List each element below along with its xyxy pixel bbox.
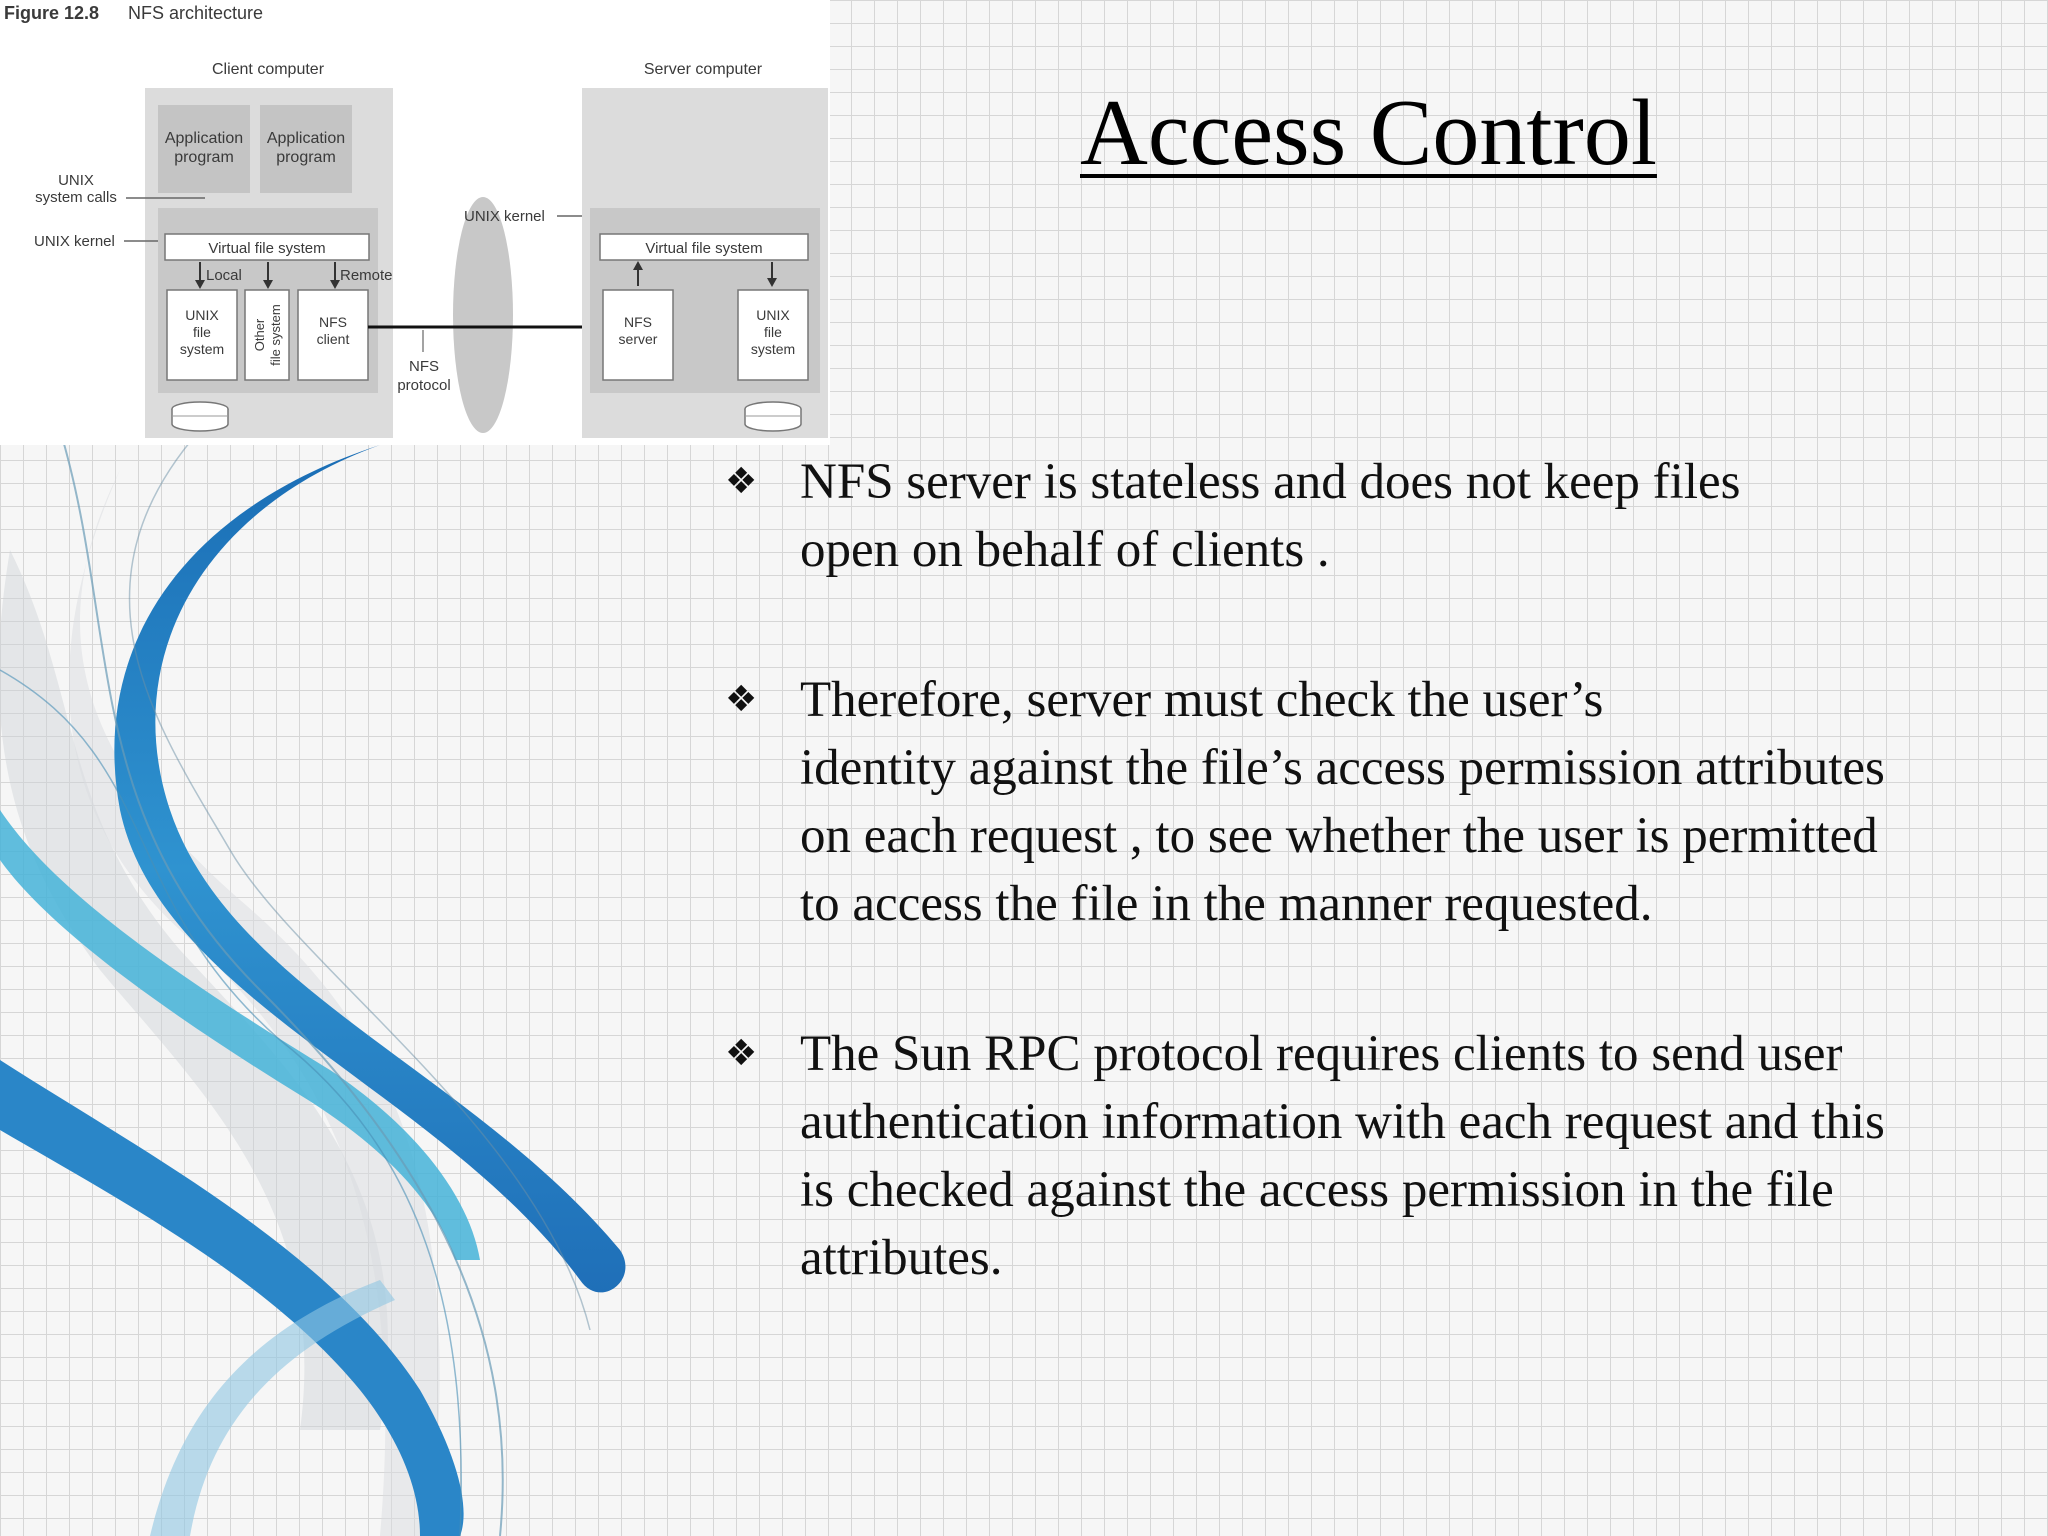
bullet-line: to access the file in the manner request… (800, 876, 1653, 932)
server-vfs-box (599, 233, 809, 261)
swoosh-thin-line-2 (0, 669, 462, 1536)
bullet-line: Therefore, server must check the user’s (800, 672, 1604, 728)
client-vfs-box (164, 233, 370, 261)
unix-system-calls-label: system calls (35, 189, 117, 206)
bullet-diamond-icon: ❖ (725, 679, 758, 720)
unix-fs-label: system (751, 341, 795, 357)
nfs-server-label: NFS (624, 314, 652, 330)
nfs-server-label: server (619, 331, 658, 347)
bullet-item: ❖ NFS server is stateless and does not ke… (725, 448, 2025, 584)
app-program-label: program (276, 149, 336, 166)
bullet-text: The Sun RPC protocol requires clients to… (800, 1020, 2025, 1292)
bullet-text: Therefore, server must check the user’s i… (800, 666, 2025, 938)
unix-fs-label: file (193, 324, 211, 340)
server-vfs-label: Virtual file system (645, 240, 762, 257)
other-fs-label: file system (268, 304, 283, 365)
nfs-protocol-label: protocol (397, 377, 450, 394)
bullet-item: ❖ Therefore, server must check the user’s… (725, 666, 2025, 938)
unix-system-calls-label: UNIX (58, 172, 94, 189)
swoosh-light-ribbon (150, 1280, 395, 1536)
client-nfs-client-box (297, 289, 369, 381)
nfs-client-label: NFS (319, 314, 347, 330)
network-ellipse (453, 197, 513, 433)
server-unix-fs-box (737, 289, 809, 381)
bullet-diamond-icon: ❖ (725, 1033, 758, 1074)
server-unix-kernel-label: UNIX kernel (464, 208, 545, 225)
bullet-line: open on behalf of clients . (800, 522, 1330, 578)
server-nfs-server-box (602, 289, 674, 381)
client-app-box-1 (158, 105, 250, 193)
client-computer-label: Client computer (212, 61, 325, 78)
server-computer-label: Server computer (644, 61, 763, 78)
swoosh-blue-ribbon-main (114, 445, 626, 1293)
nfs-protocol-label: NFS (409, 358, 439, 375)
nfs-architecture-figure: Figure 12.8 NFS architecture Client comp… (0, 0, 830, 445)
bullet-list: ❖ NFS server is stateless and does not ke… (725, 448, 2025, 1292)
unix-fs-label: UNIX (185, 307, 219, 323)
bullet-line: is checked against the access permission… (800, 1162, 1834, 1218)
bullet-line: The Sun RPC protocol requires clients to… (800, 1026, 1843, 1082)
client-app-box-2 (260, 105, 352, 193)
swoosh-thin-line (59, 430, 504, 1536)
swoosh-gray-band-2 (69, 470, 440, 1536)
app-program-label: program (174, 149, 234, 166)
client-unix-kernel-label: UNIX kernel (34, 233, 115, 250)
other-fs-label: Other (252, 318, 267, 351)
local-label: Local (206, 267, 242, 284)
swoosh-thin-line-3 (128, 430, 591, 1331)
bullet-line: attributes. (800, 1230, 1003, 1286)
bullet-line: authentication information with each req… (800, 1094, 1885, 1150)
unix-fs-label: file (764, 324, 782, 340)
app-program-label: Application (165, 130, 243, 147)
swoosh-blue-ribbon-lower (0, 1060, 464, 1536)
client-vfs-label: Virtual file system (208, 240, 325, 257)
remote-label: Remote (340, 267, 393, 284)
bullet-item: ❖ The Sun RPC protocol requires clients t… (725, 1020, 2025, 1292)
bullet-diamond-icon: ❖ (725, 461, 758, 502)
client-other-fs-box (244, 289, 290, 381)
nfs-client-label: client (317, 331, 350, 347)
bullet-line: NFS server is stateless and does not kee… (800, 454, 1741, 510)
figure-caption-number: Figure 12.8 (4, 3, 99, 23)
bullet-line: identity against the file’s access permi… (800, 740, 1885, 796)
bullet-line: on each request , to see whether the use… (800, 808, 1878, 864)
bullet-text: NFS server is stateless and does not kee… (800, 448, 2025, 584)
figure-caption-title: NFS architecture (128, 3, 263, 23)
decorative-swoosh (0, 430, 626, 1536)
unix-fs-label: UNIX (756, 307, 790, 323)
slide-title: Access Control (1080, 81, 1657, 185)
app-program-label: Application (267, 130, 345, 147)
unix-fs-label: system (180, 341, 224, 357)
client-unix-fs-box (166, 289, 238, 381)
swoosh-cyan-ribbon (0, 810, 480, 1260)
